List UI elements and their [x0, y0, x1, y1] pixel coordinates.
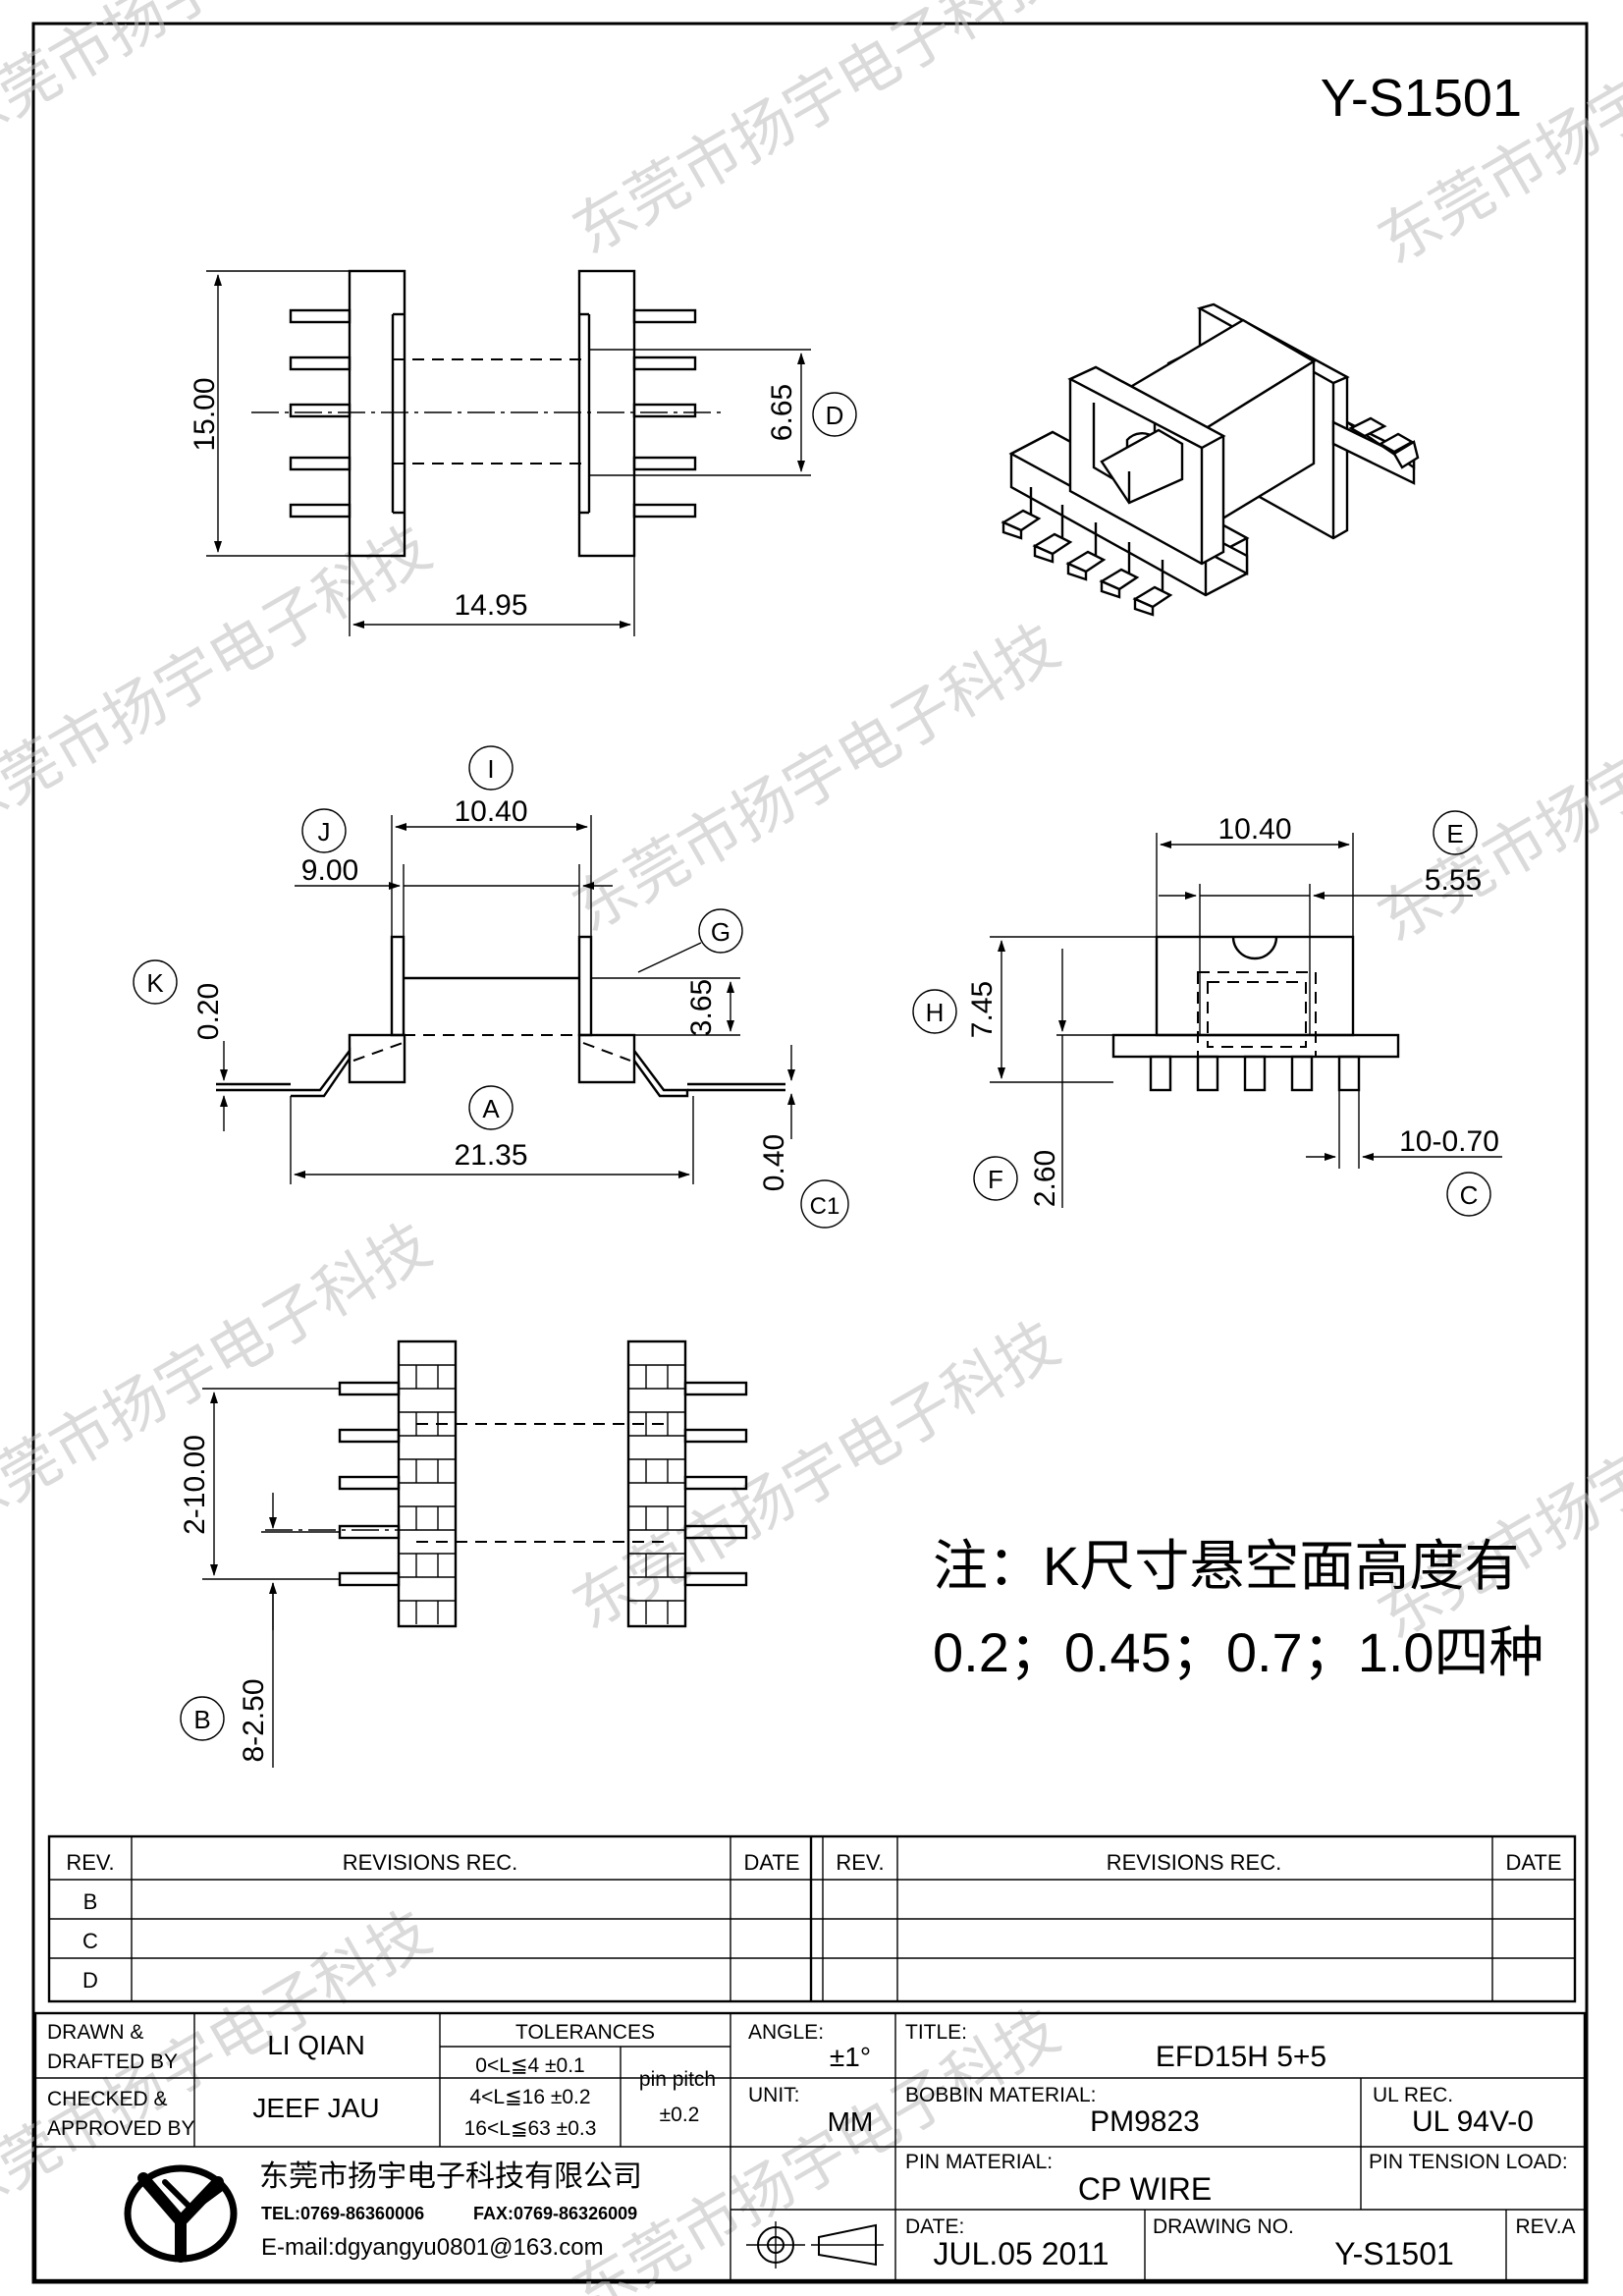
title-value: EFD15H 5+5 — [1156, 2041, 1326, 2073]
isometric-view — [1001, 302, 1420, 617]
pin-material-value: CP WIRE — [1078, 2171, 1212, 2207]
callout-j: J — [318, 817, 331, 847]
note-line-2: 0.2；0.45；0.7；1.0四种 — [933, 1621, 1544, 1683]
bottom-dim-span: 2-10.00 — [179, 1435, 211, 1535]
front-dim-g: 3.65 — [685, 979, 718, 1036]
revisions-table: REV. REVISIONS REC. DATE REV. REVISIONS … — [47, 1834, 1577, 2003]
drawn-label-2: DRAFTED BY — [47, 2050, 178, 2073]
checked-by-value: JEEF JAU — [252, 2093, 379, 2123]
front-dim-inner: 9.00 — [301, 854, 358, 887]
drawn-by-value: LI QIAN — [267, 2030, 365, 2060]
watermark-text: 东莞市扬宇电子科技 — [1366, 620, 1623, 956]
tolerance-row: 4<L≦16 ±0.2 — [469, 2086, 590, 2108]
drawn-label-1: DRAWN & — [47, 2021, 143, 2044]
callout-c1: C1 — [810, 1193, 840, 1220]
callout-d: D — [826, 401, 844, 430]
unit-label: UNIT: — [748, 2084, 800, 2106]
callout-g: G — [711, 917, 730, 947]
pin-tension-label: PIN TENSION LOAD: — [1369, 2151, 1568, 2173]
note-line-1: 注：K尺寸悬空面高度有 — [933, 1535, 1519, 1597]
checked-label-1: CHECKED & — [47, 2088, 168, 2110]
title-label: TITLE: — [905, 2021, 967, 2044]
rev-row: D — [82, 1968, 98, 1993]
front-dim-c1: 0.40 — [758, 1134, 790, 1191]
dim-pitch: 6.65 — [766, 384, 798, 441]
tolerances-label: TOLERANCES — [515, 2021, 655, 2044]
callout-i: I — [487, 754, 494, 784]
pin-pitch-label: pin pitch — [639, 2068, 716, 2091]
date-label: DATE: — [905, 2215, 964, 2238]
date-value: JUL.05 2011 — [933, 2236, 1109, 2271]
angle-label: ANGLE: — [748, 2021, 824, 2044]
front-dim-k: 0.20 — [192, 983, 225, 1040]
side-dim-c: 10-0.70 — [1399, 1125, 1499, 1158]
callout-f: F — [988, 1165, 1003, 1194]
date-header-left: DATE — [743, 1850, 799, 1875]
rev-row: B — [83, 1889, 98, 1914]
callout-c: C — [1460, 1180, 1479, 1210]
date-header-right: DATE — [1505, 1850, 1561, 1875]
front-dim-top: 10.40 — [454, 795, 527, 828]
pin-material-label: PIN MATERIAL: — [905, 2151, 1053, 2173]
side-view: 10.40 5.55 E 7.45 H 2.60 F 10-0.70 C — [912, 810, 1502, 1217]
company-logo — [124, 2164, 238, 2263]
drawing-no-value: Y-S1501 — [1334, 2236, 1454, 2271]
watermark-text: 东莞市扬宇电子科技 — [561, 0, 1071, 268]
watermark-text: 东莞市扬宇电子科技 — [0, 1209, 443, 1545]
drawing-code: Y-S1501 — [1321, 69, 1522, 128]
tolerance-row: 16<L≦63 ±0.3 — [464, 2117, 597, 2140]
company-name: 东莞市扬宇电子科技有限公司 — [259, 2160, 642, 2193]
watermark-text: 东莞市扬宇电子科技 — [1366, 1317, 1623, 1653]
rec-header-right: REVISIONS REC. — [1107, 1850, 1281, 1875]
watermark-text: 东莞市扬宇电子科技 — [0, 512, 443, 847]
rev-value: REV.A — [1515, 2215, 1575, 2238]
ul-label: UL REC. — [1373, 2084, 1453, 2106]
rev-header-right: REV. — [836, 1850, 884, 1875]
side-dim-top: 10.40 — [1217, 813, 1291, 846]
dim-width: 14.95 — [454, 589, 527, 622]
tolerance-row: 0<L≦4 ±0.1 — [475, 2054, 584, 2077]
side-dim-e: 5.55 — [1425, 864, 1482, 897]
front-view: 10.40 I 9.00 J 3.65 G 0.20 K 21.35 A — [133, 745, 849, 1229]
rec-header-left: REVISIONS REC. — [343, 1850, 517, 1875]
projection-symbol-icon — [746, 2221, 884, 2269]
callout-e: E — [1446, 819, 1463, 848]
top-view: 15.00 14.95 6.65 D — [189, 269, 857, 636]
dim-height: 15.00 — [189, 377, 221, 451]
rev-row: C — [82, 1929, 98, 1953]
company-email: E-mail:dgyangyu0801@163.com — [261, 2234, 604, 2261]
bottom-view: 2-10.00 8-2.50 B — [179, 1339, 748, 1768]
watermark-text: 东莞市扬宇电子科技 — [1366, 0, 1623, 278]
company-fax: FAX:0769-86326009 — [473, 2204, 637, 2223]
unit-value: MM — [828, 2106, 874, 2137]
bobbin-value: PM9823 — [1090, 2105, 1200, 2138]
bottom-dim-b: 8-2.50 — [238, 1678, 270, 1762]
watermark-text: 东莞市扬宇电子科技 — [561, 610, 1071, 946]
side-dim-h: 7.45 — [966, 981, 999, 1038]
drawing-no-label: DRAWING NO. — [1153, 2215, 1294, 2238]
callout-a: A — [482, 1094, 500, 1123]
callout-k: K — [146, 968, 164, 998]
callout-h: H — [926, 998, 945, 1027]
checked-label-2: APPROVED BY — [47, 2117, 195, 2140]
sheet-border — [31, 22, 1589, 2284]
title-block: DRAWN & DRAFTED BY LI QIAN CHECKED & APP… — [33, 2011, 1587, 2282]
ul-value: UL 94V-0 — [1412, 2105, 1534, 2138]
pin-pitch-value: ±0.2 — [660, 2104, 700, 2126]
side-dim-f: 2.60 — [1029, 1150, 1061, 1207]
angle-value: ±1° — [830, 2042, 871, 2072]
bobbin-label: BOBBIN MATERIAL: — [905, 2084, 1097, 2106]
rev-header-left: REV. — [66, 1850, 114, 1875]
front-dim-a: 21.35 — [454, 1139, 527, 1172]
company-tel: TEL:0769-86360006 — [261, 2204, 424, 2223]
callout-b: B — [193, 1705, 210, 1734]
